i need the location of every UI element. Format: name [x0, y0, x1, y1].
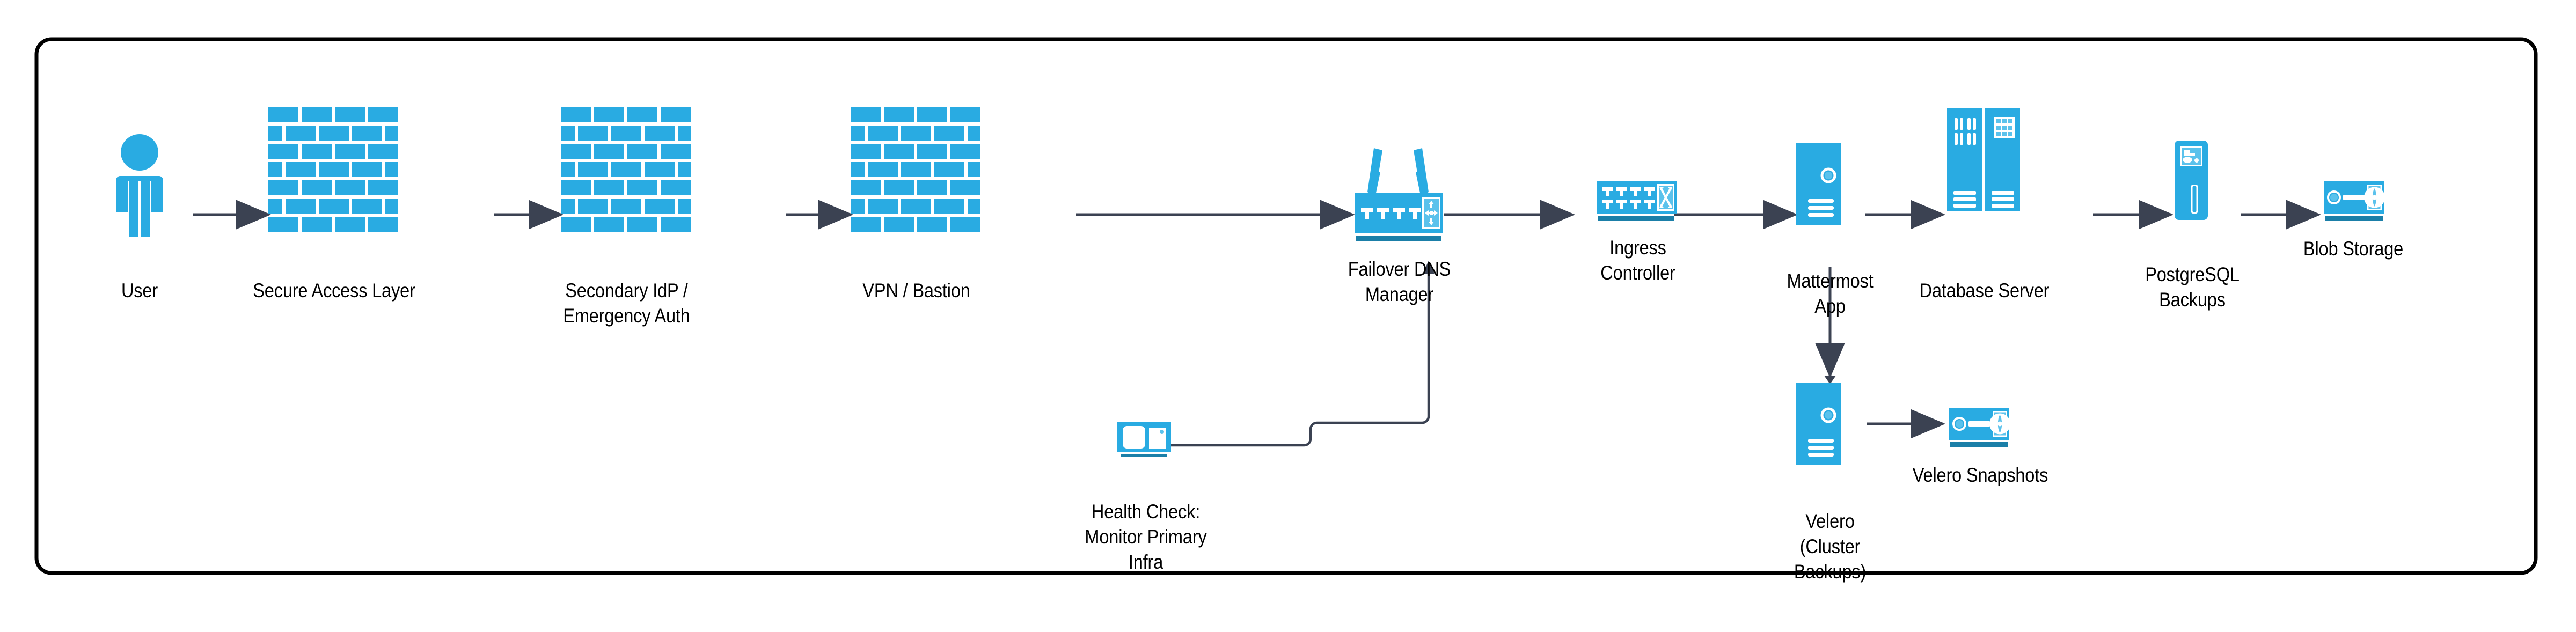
- node-health-check[interactable]: [1117, 422, 1171, 457]
- arrowhead-health-check: [1423, 261, 1435, 274]
- node-mattermost-app[interactable]: [1796, 143, 1841, 225]
- label-velero: Velero (Cluster Backups): [1794, 510, 1867, 583]
- node-vpn-bastion[interactable]: [851, 107, 980, 232]
- label-mattermost: Mattermost App: [1787, 270, 1874, 317]
- label-secondary-idp: Secondary IdP / Emergency Auth: [563, 280, 690, 327]
- arrowhead-mattermost-to-velero: [1824, 376, 1836, 384]
- node-velero[interactable]: [1796, 383, 1841, 465]
- label-failover-dns: Failover DNS Manager: [1348, 258, 1451, 305]
- diagram-frame: [34, 37, 2538, 575]
- node-failover-dns[interactable]: [1355, 148, 1443, 241]
- node-blob-storage[interactable]: [2323, 180, 2385, 222]
- node-ingress-controller[interactable]: [1596, 180, 1678, 222]
- label-vpn-bastion: VPN / Bastion: [862, 280, 970, 302]
- node-user[interactable]: [116, 134, 163, 237]
- label-health-check: Health Check: Monitor Primary Infra: [1085, 501, 1207, 573]
- node-secure-access[interactable]: [268, 107, 398, 232]
- node-postgresql-backups[interactable]: [2175, 141, 2208, 220]
- label-velero-snapshots: Velero Snapshots: [1912, 464, 2048, 486]
- edge-group-row2: [1815, 267, 1945, 439]
- node-database-server[interactable]: [1947, 108, 2020, 211]
- node-velero-snapshots[interactable]: [1948, 407, 2011, 448]
- node-secondary-idp[interactable]: [561, 107, 691, 232]
- edge-health-check-to-failover-dns: [1170, 268, 1430, 447]
- label-database: Database Server: [1919, 280, 2050, 302]
- label-blob-storage: Blob Storage: [2303, 238, 2404, 260]
- label-ingress: Ingress Controller: [1600, 237, 1675, 284]
- label-pg-backups: PostgreSQL Backups: [2145, 263, 2240, 311]
- label-secure-access: Secure Access Layer: [253, 280, 415, 302]
- label-user: User: [121, 280, 158, 302]
